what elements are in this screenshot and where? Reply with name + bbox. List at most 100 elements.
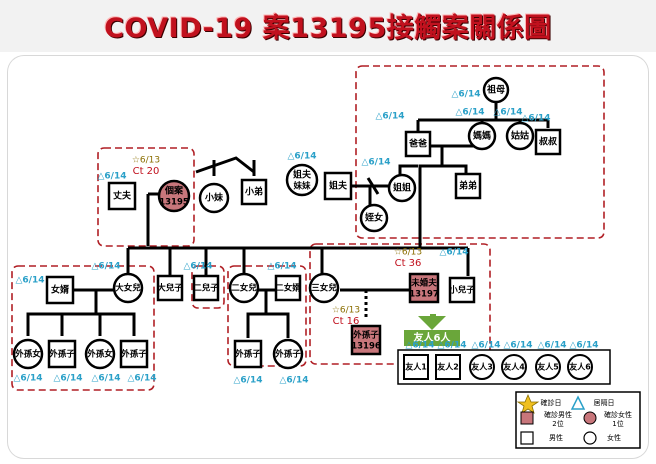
node-gd1-label: 外孫女 xyxy=(14,349,41,360)
male-confirmed-icon xyxy=(520,411,534,425)
node-bil_sister-label: 姐夫 xyxy=(293,169,312,181)
node-gd2 xyxy=(84,338,116,370)
friend-3 xyxy=(469,354,495,380)
node-gs2-date: △6/14 xyxy=(128,374,157,384)
node-fiance-isolation-date: △6/14 xyxy=(440,248,469,258)
node-gd2-date: △6/14 xyxy=(92,374,121,384)
node-uncle-date: △6/14 xyxy=(522,114,551,124)
legend-male-confirmed: 確診男性 xyxy=(544,410,572,419)
friend-5 xyxy=(535,354,561,380)
node-gs4-label: 外孫子 xyxy=(274,349,301,360)
line-parents-children xyxy=(418,146,444,248)
node-little_brother-label: 小弟 xyxy=(244,186,263,198)
node-mother xyxy=(467,121,497,151)
male-icon xyxy=(520,431,534,445)
friend-6-date: △6/14 xyxy=(570,341,599,351)
group-daughter1 xyxy=(11,265,155,391)
node-daughter3 xyxy=(308,272,340,304)
node-grandma xyxy=(482,76,510,104)
node-father-date: △6/14 xyxy=(376,112,405,122)
node-gs2 xyxy=(119,339,149,369)
legend-female: 女性 xyxy=(607,433,621,442)
node-husband-date: △6/14 xyxy=(98,172,127,182)
node-fiance-label2: 13197 xyxy=(409,290,439,300)
node-bil_sister-label2: 妹妹 xyxy=(292,181,311,192)
legend-male-confirmed-count: 2位 xyxy=(552,419,563,428)
node-son1-label: 大兒子 xyxy=(157,283,183,294)
node-little_brother xyxy=(240,178,268,206)
friends-header: 友人6人 xyxy=(414,331,452,344)
node-son2-date: △6/14 xyxy=(184,262,213,272)
node-gs3 xyxy=(233,339,263,369)
node-husband xyxy=(107,181,137,211)
group-grandparents xyxy=(355,65,605,239)
green-arrow-icon xyxy=(418,316,446,330)
node-gs3-label: 外孫子 xyxy=(234,349,261,360)
node-daughter1 xyxy=(112,272,144,304)
node-bil_sister xyxy=(285,163,319,197)
node-uncle-label: 叔叔 xyxy=(539,136,558,148)
node-fiance-label: 未婚夫 xyxy=(410,278,437,289)
line-divorce xyxy=(366,177,380,195)
node-mother-date: △6/14 xyxy=(456,108,485,118)
page-title: COVID-19 案13195接觸案關係圖 xyxy=(104,13,552,44)
node-gs5-label2: 13196 xyxy=(351,342,381,352)
line-d2-kids xyxy=(246,290,268,338)
legend-female-confirmed: 確診女性 xyxy=(604,410,632,419)
node-gs1 xyxy=(47,339,77,369)
diagram-panel xyxy=(8,56,648,458)
line-d2-kid2 xyxy=(266,312,290,338)
node-elder_sister-label: 姐姐 xyxy=(393,182,411,194)
legend-confirm-date: 確診日 xyxy=(541,398,562,407)
node-little_sister-label: 小妹 xyxy=(204,192,224,204)
node-elder_sister xyxy=(387,173,417,203)
node-case xyxy=(157,179,191,213)
node-niece xyxy=(359,203,389,233)
node-husband-label: 丈夫 xyxy=(113,190,132,202)
friend-6 xyxy=(567,354,593,380)
group-son2 xyxy=(191,265,225,309)
node-gs1-label: 外孫子 xyxy=(48,349,75,360)
node-aunt xyxy=(505,121,535,151)
friend-4 xyxy=(501,354,527,380)
node-case-ct: Ct 20 xyxy=(133,166,160,177)
node-younger_brother-label: 弟弟 xyxy=(459,180,477,192)
node-bil xyxy=(323,171,353,201)
node-gs5-confirm-date: ☆6/13 xyxy=(332,306,360,316)
legend-box xyxy=(515,391,641,449)
node-daughter3-label: 三女兒 xyxy=(311,283,337,294)
node-gs5 xyxy=(350,324,382,356)
node-gs1-date: △6/14 xyxy=(54,374,83,384)
group-daughter2 xyxy=(227,265,307,367)
node-gd1-date: △6/14 xyxy=(14,374,43,384)
node-aunt-label: 姑姑 xyxy=(511,130,529,142)
legend-female-confirmed-count: 1位 xyxy=(612,419,623,428)
node-son3 xyxy=(448,276,476,304)
node-grandma-label: 祖母 xyxy=(486,84,505,96)
friend-5-date: △6/14 xyxy=(538,341,567,351)
node-fiance xyxy=(408,272,440,304)
node-younger_brother xyxy=(454,172,482,200)
node-uncle xyxy=(534,128,562,156)
star-icon xyxy=(516,393,540,414)
node-son_in_law-date: △6/14 xyxy=(16,276,45,286)
node-daughter2 xyxy=(228,272,260,304)
node-son_in_law-label: 女婿 xyxy=(51,284,70,296)
node-son2-label: 二兒子 xyxy=(193,283,219,294)
node-father xyxy=(404,130,432,158)
friend-6-label: 友人6 xyxy=(568,362,591,372)
node-son_in_law2-date: △6/14 xyxy=(268,262,297,272)
triangle-icon xyxy=(570,395,586,410)
node-bil-label: 姐夫 xyxy=(329,180,348,192)
node-gs3-date: △6/14 xyxy=(234,376,263,386)
node-son2 xyxy=(192,274,220,302)
friend-3-date: △6/14 xyxy=(472,341,501,351)
friend-4-label: 友人4 xyxy=(502,362,525,372)
line-case-siblings xyxy=(195,156,255,174)
group-case xyxy=(97,147,195,247)
female-confirmed-icon xyxy=(583,411,597,425)
legend-male: 男性 xyxy=(549,433,563,442)
node-gd1 xyxy=(12,338,44,370)
node-elder_sister-date: △6/14 xyxy=(362,158,391,168)
